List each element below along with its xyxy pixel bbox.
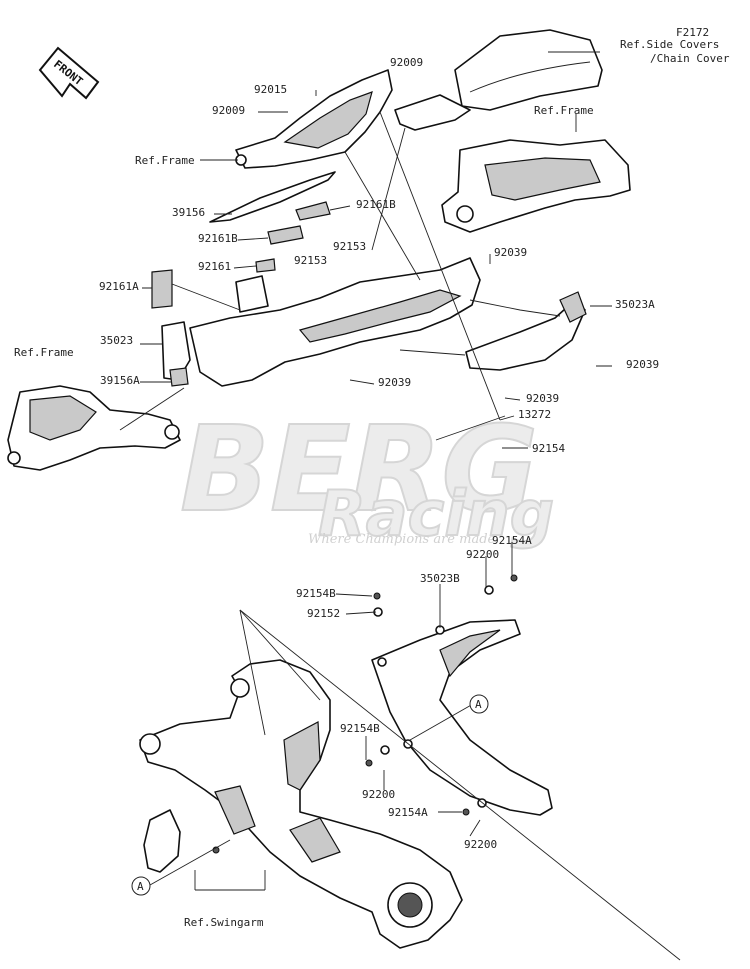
pad-92161b-left xyxy=(267,225,304,245)
part-35023b: 35023B xyxy=(420,572,460,585)
part-92039-top: 92039 xyxy=(494,246,527,259)
part-39156: 39156 xyxy=(172,206,205,219)
part-92015: 92015 xyxy=(254,83,287,96)
swingarm xyxy=(139,659,463,949)
front-arrow: FRONT xyxy=(38,46,100,100)
part-92153-b: 92153 xyxy=(294,254,327,267)
ref-frame-left: Ref.Frame xyxy=(14,346,74,359)
part-39156a: 39156A xyxy=(100,374,140,387)
ref-side-covers: Ref.Side Covers xyxy=(620,38,719,51)
bracket-bottom-left xyxy=(143,809,181,873)
ref-circle-a-right: A xyxy=(475,698,482,711)
pad-39156a xyxy=(169,367,189,387)
ref-frame-center: Ref.Frame xyxy=(135,154,195,167)
watermark-tagline: Where Champions are made xyxy=(308,532,496,547)
cable-13272 xyxy=(435,415,506,441)
part-92154: 92154 xyxy=(532,442,565,455)
part-92009-left: 92009 xyxy=(212,104,245,117)
front-arrow-icon xyxy=(38,46,100,100)
ref-frame-right: Ref.Frame xyxy=(534,104,594,117)
part-92154a-bottom: 92154A xyxy=(388,806,428,819)
part-92154a-top: 92154A xyxy=(492,534,532,547)
pad-92161 xyxy=(255,258,276,273)
part-35023a: 35023A xyxy=(615,298,655,311)
frame-left xyxy=(7,385,181,471)
part-92039-right: 92039 xyxy=(626,358,659,371)
part-92039-center: 92039 xyxy=(378,376,411,389)
part-92009-top: 92009 xyxy=(390,56,423,69)
part-92161a: 92161A xyxy=(99,280,139,293)
part-92039-lower: 92039 xyxy=(526,392,559,405)
watermark: BERG Racing Where Champions are made xyxy=(179,399,555,551)
part-92200-mid: 92200 xyxy=(362,788,395,801)
undertray xyxy=(189,257,481,387)
strip-39156 xyxy=(209,171,336,223)
ref-swingarm: Ref.Swingarm xyxy=(184,916,264,929)
frame-top-right xyxy=(441,139,631,233)
part-92161b-left: 92161B xyxy=(198,232,238,245)
ref-circle-a-left: A xyxy=(137,880,144,893)
ref-chain-cover: /Chain Cover xyxy=(650,52,730,65)
part-92200-top: 92200 xyxy=(466,548,499,561)
part-92154b-top: 92154B xyxy=(296,587,336,600)
chain-cover-35023b xyxy=(371,619,553,816)
part-35023: 35023 xyxy=(100,334,133,347)
diagram-code: F2172 xyxy=(676,26,709,39)
part-92154b-mid: 92154B xyxy=(340,722,380,735)
part-13272: 13272 xyxy=(518,408,551,421)
cover-35023a xyxy=(465,291,587,371)
pad-92161b-right xyxy=(295,201,331,221)
side-cover-top xyxy=(394,29,603,131)
part-92161: 92161 xyxy=(198,260,231,273)
pad-92161a xyxy=(151,269,173,309)
watermark-brand: BERG xyxy=(180,400,538,538)
upper-bracket xyxy=(235,69,393,169)
part-92152: 92152 xyxy=(307,607,340,620)
part-92153-a: 92153 xyxy=(333,240,366,253)
label-layer: Ref.Side Covers /Chain Cover 92009 92015… xyxy=(14,38,730,929)
part-92200-bottom: 92200 xyxy=(464,838,497,851)
watermark-sub: Racing xyxy=(318,477,554,550)
part-92161b-right: 92161B xyxy=(356,198,396,211)
